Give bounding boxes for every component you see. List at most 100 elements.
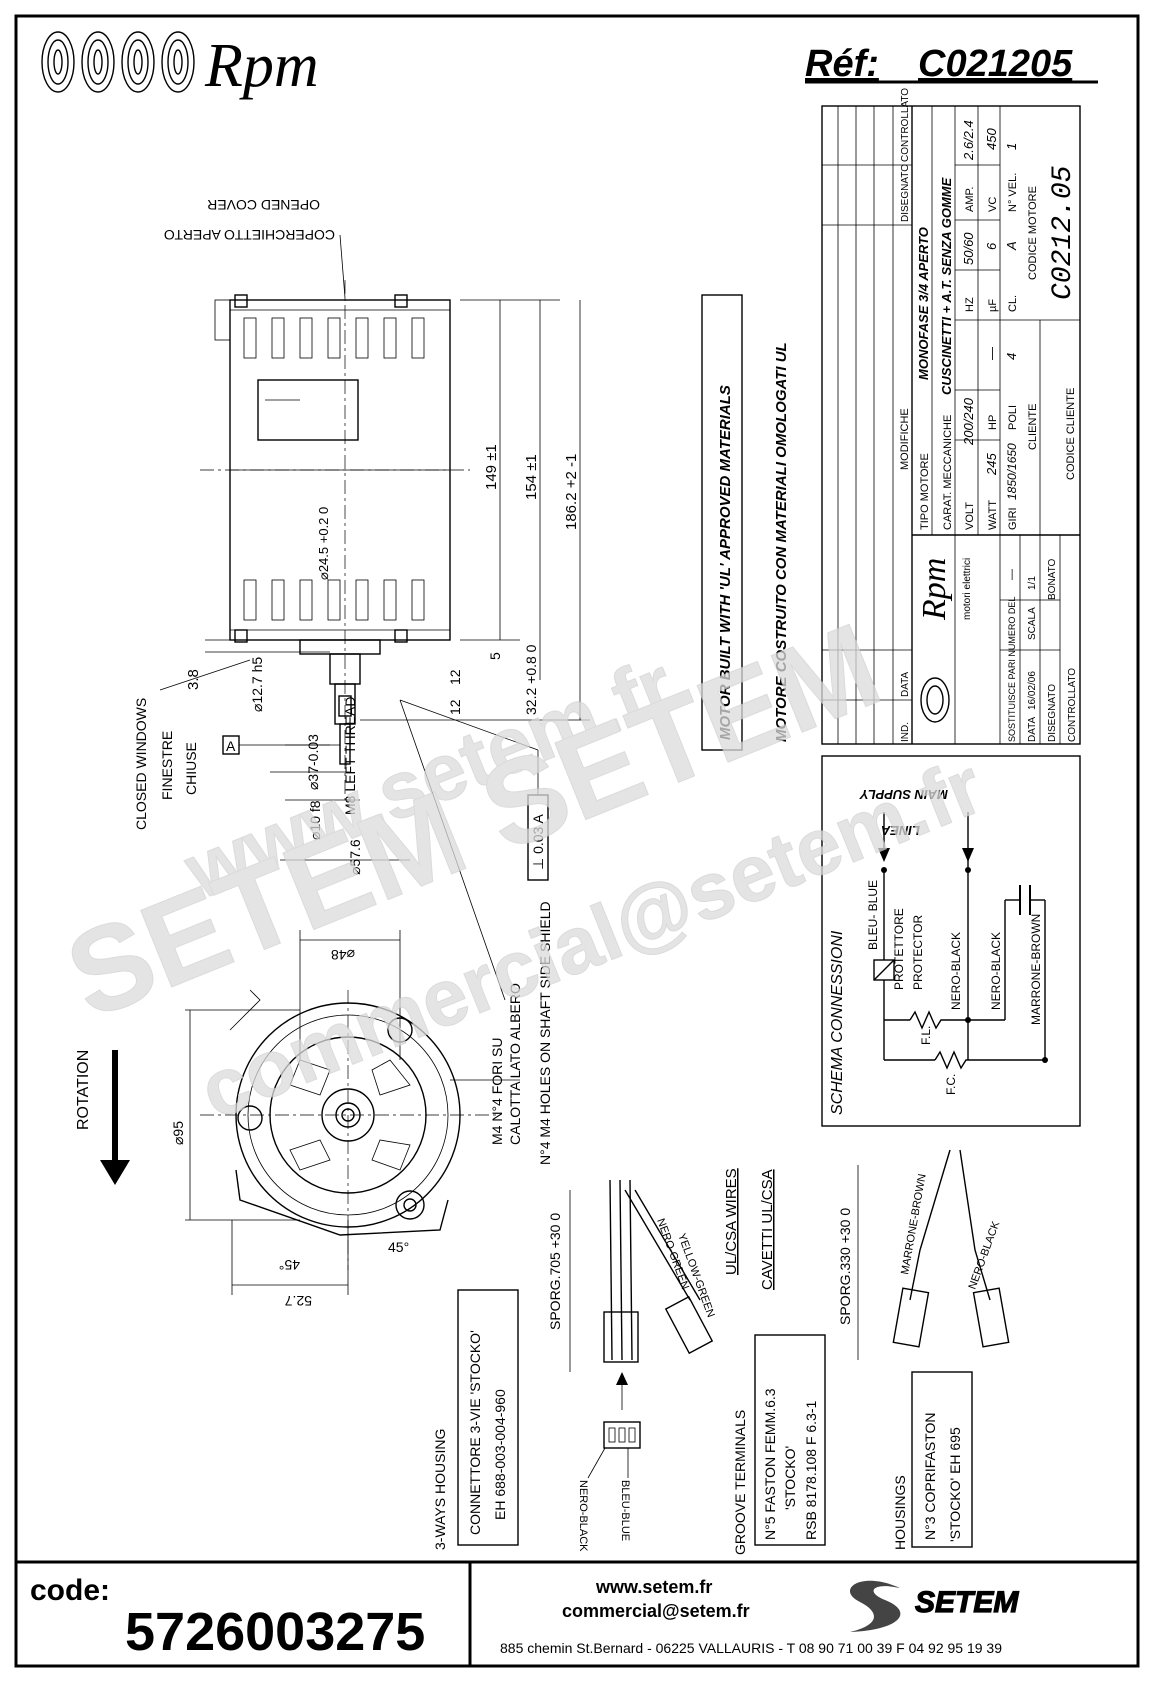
setem-logo-text: SETEM [915, 1586, 1019, 1619]
closed-windows-en: CLOSED WINDOWS [133, 698, 149, 830]
schema-main-supply: MAIN SUPPLY [859, 787, 948, 802]
tb-disegnato-value: BONATO [1047, 558, 1058, 600]
chiuse-label: CHIUSE [183, 742, 199, 795]
ul-note-it: MOTORE COSTRUITO CON MATERIALI OMOLOGATI… [773, 342, 790, 742]
tb-tipo-motore-label: TIPO MOTORE [919, 453, 931, 530]
housing-line-2: EH 688-003-004-960 [492, 1389, 508, 1520]
housing-3way-spec: 3-WAYS HOUSING CONNETTORE 3-VIE 'STOCKO'… [432, 1289, 519, 1550]
wire-harness-705: SPORG.705 +30 0 NERO-GREEN YELLOW-GREEN … [547, 1179, 717, 1552]
tb-hp-value: — [984, 347, 999, 360]
footer: code: 5726003275 www.setem.fr commercial… [16, 1560, 1138, 1666]
tb-logo-sub: motori elettrici [962, 558, 973, 620]
tb-nvel-value: 1 [1004, 143, 1019, 150]
tb-sostituisce-value: — [1006, 569, 1018, 580]
tb-modifiche: MODIFICHE [899, 408, 911, 470]
dim-149: 149 ±1 [483, 444, 500, 490]
arrow-up-icon [616, 1372, 628, 1385]
front-dimensions: ⌀48 ⌀95 52.7 45° 45° [170, 930, 520, 1309]
dim-48: ⌀48 [331, 947, 355, 963]
tb-vc-label: VC [987, 197, 999, 212]
tb-cliente-label: CLIENTE [1027, 404, 1039, 450]
dim-57-6: ⌀57.6 [347, 839, 363, 875]
tb-cl-value: A [1004, 241, 1019, 251]
dim-5: 5 [487, 652, 503, 660]
motor-side-view [200, 280, 470, 800]
tolerance-value: ⊥ 0.03 A [530, 814, 546, 870]
tb-hz-label: HZ [964, 297, 976, 312]
schema-nero-black-1: NERO-BLACK [949, 932, 963, 1010]
connector-3way-icon [603, 1421, 641, 1449]
dim-52-7: 52.7 [285, 1293, 312, 1309]
tb-scala-value: 1/1 [1027, 576, 1038, 590]
finestre-label: FINESTRE [159, 731, 175, 800]
tb-cl-label: CL. [1007, 295, 1019, 312]
supply-arrow-right-icon [962, 848, 974, 862]
housing-title: 3-WAYS HOUSING [432, 1429, 448, 1550]
tb-coil-logo-icon [920, 677, 950, 723]
schema-fl: F.L. [919, 1026, 933, 1045]
groove-line-3: RSB 8178.108 F 6.3-1 [803, 1400, 819, 1540]
tb-amp-value: 2.6/2.4 [961, 120, 976, 161]
dim-37: ⌀37-0.03 [305, 734, 321, 790]
dim-186: 186.2 +2 -1 [563, 454, 580, 530]
tb-disegnato-label: DISEGNATO [1047, 684, 1058, 742]
schema-title: SCHEMA CONNESSIONI [829, 930, 846, 1115]
ul-wires-it: CAVETTI UL/CSA [759, 1169, 776, 1290]
tb-controllato-hdr: CONTROLLATO [900, 88, 911, 162]
code-label: code: [30, 1574, 110, 1607]
dim-10: ⌀10 f8 [307, 800, 323, 840]
tb-hz-value: 50/60 [961, 232, 976, 265]
tb-uf-label: µF [987, 299, 999, 312]
supply-arrow-left-icon [878, 848, 890, 862]
tb-disegnato-hdr: DISEGNATO [900, 164, 911, 222]
tb-logo: Rpm [916, 558, 953, 621]
footer-address: 885 chemin St.Bernard - 06225 VALLAURIS … [500, 1640, 1002, 1656]
ul-note-en: MOTOR BUILT WITH 'UL' APPROVED MATERIALS [717, 385, 734, 740]
schema-marrone-brown: MARRONE-BROWN [1029, 914, 1043, 1025]
m4-holes-it-1: M4 N°4 FORI SU [489, 1037, 505, 1145]
tb-carat-label: CARAT. MECCANICHE [942, 415, 954, 530]
tb-volt-value: 200/240 [961, 397, 976, 446]
tb-watt-value: 245 [984, 453, 999, 476]
brand-logo-text: Rpm [204, 32, 319, 100]
dim-12-a: 12 [447, 669, 463, 685]
ul-wires-en: UL/CSA WIRES [723, 1168, 740, 1275]
dim-24-5: ⌀24.5 +0.2 0 [316, 507, 331, 580]
schema-nero-black-2: NERO-BLACK [989, 932, 1003, 1010]
dim-95: ⌀95 [170, 1121, 186, 1145]
tb-nvel-label: N° VEL. [1007, 173, 1019, 212]
closed-windows-label: CLOSED WINDOWS FINESTRE CHIUSE [133, 659, 251, 830]
setem-logo: SETEM [849, 1580, 1020, 1632]
tb-amp-label: AMP. [964, 187, 976, 212]
groove-line-1: N°5 FASTON FEMM.6.3 [762, 1388, 778, 1540]
groove-line-2: 'STOCKO' [782, 1446, 798, 1510]
tb-data-value: 16/02/06 [1027, 671, 1038, 710]
datum-a: A [226, 738, 236, 754]
schema-protector: PROTECTOR [911, 915, 925, 990]
housings-title: HOUSINGS [892, 1475, 908, 1550]
dim-3-8: 3.8 [185, 669, 202, 690]
m4-holes-label: M4 N°4 FORI SU CALOTTA LATO ALBERO N°4 M… [399, 699, 553, 1165]
conn-nero-black: NERO-BLACK [577, 1480, 589, 1552]
ref-value: C021205 [918, 43, 1073, 85]
tb-data-hdr: DATA [900, 671, 911, 697]
tb-hp-label: HP [987, 415, 999, 430]
tb-carat-value: CUSCINETTI + A.T. SENZA GOMME [939, 177, 954, 395]
sheet-border [14, 14, 1140, 1668]
wire-marrone-brown: MARRONE-BROWN [899, 1173, 929, 1276]
rotation-indicator: ROTATION [75, 1050, 130, 1185]
tb-codice-cliente-label: CODICE CLIENTE [1065, 388, 1077, 480]
wiring-schema: SCHEMA CONNESSIONI MAIN SUPPLY LINEA BLE… [821, 755, 1081, 1127]
tb-scala-label: SCALA [1027, 607, 1038, 640]
footer-web: www.setem.fr [595, 1577, 712, 1597]
rpm-header-logo: Rpm [41, 31, 319, 100]
tb-giri-value: 1850/1650 [1005, 443, 1019, 500]
winding-fc-icon [934, 1050, 1045, 1070]
cover-label-it: COPERCHIETTO APERTO [164, 227, 335, 243]
m4-holes-en: N°4 M4 HOLES ON SHAFT SIDE SHIELD [537, 901, 553, 1165]
code-value: 5726003275 [125, 1602, 425, 1662]
ref-label: Réf: [805, 43, 879, 85]
angle-45-right: 45° [388, 1239, 409, 1255]
rotation-label: ROTATION [75, 1050, 92, 1130]
